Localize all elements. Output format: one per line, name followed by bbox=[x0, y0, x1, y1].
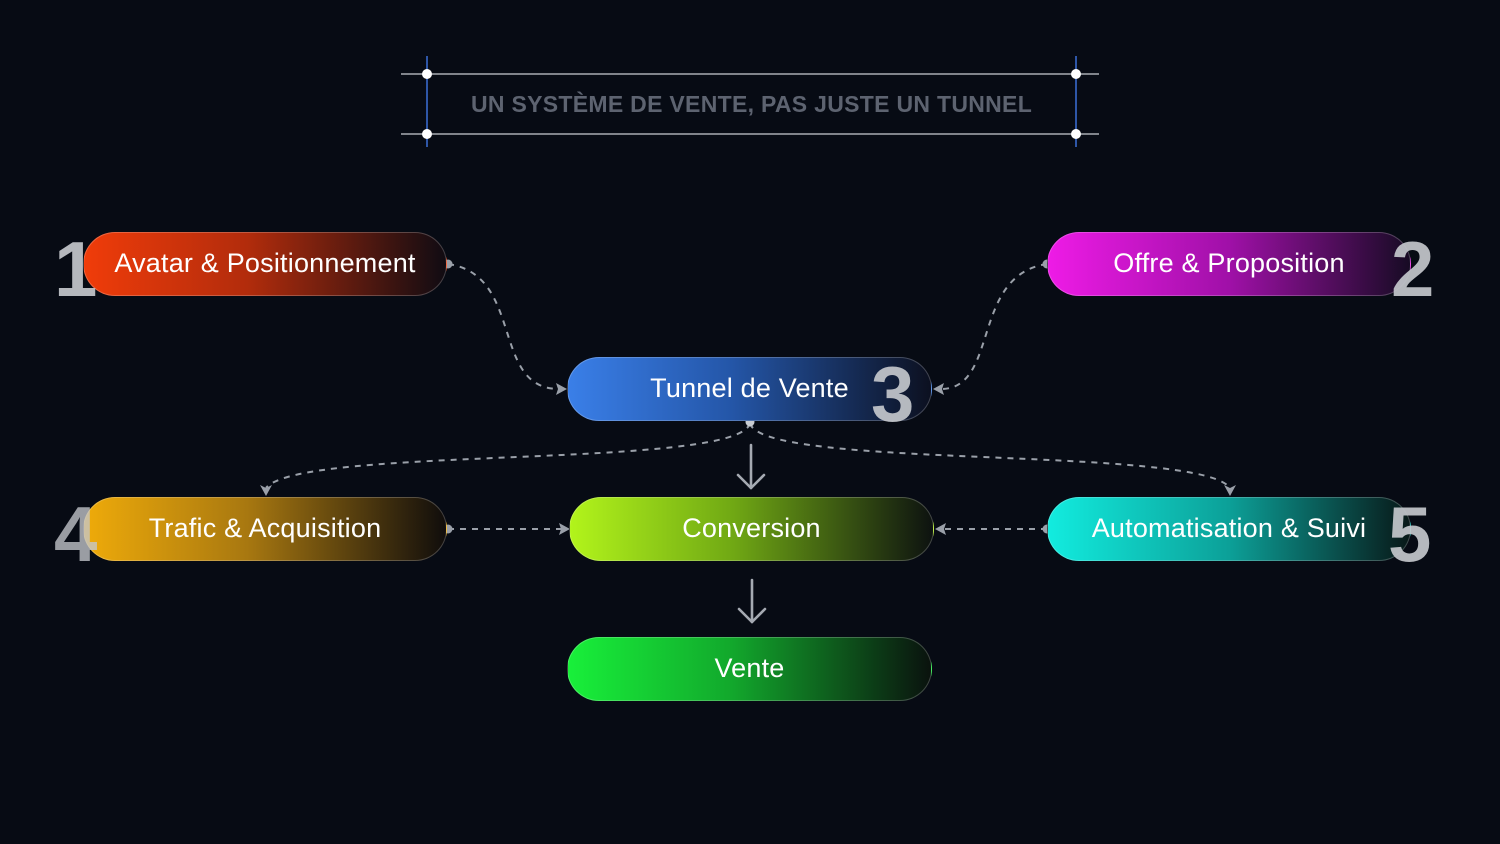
arrow-down-icon bbox=[737, 578, 767, 624]
node-automatisation-suivi: Automatisation & Suivi bbox=[1047, 497, 1411, 561]
arrow-down-icon bbox=[736, 443, 766, 490]
arrowhead-icon bbox=[1224, 485, 1236, 496]
arrowhead-icon bbox=[933, 383, 944, 395]
step-number-1: 1 bbox=[54, 225, 98, 313]
connector-tunnel-trafic bbox=[265, 422, 751, 489]
step-number-4: 4 bbox=[54, 490, 98, 578]
arrowhead-icon bbox=[935, 523, 946, 535]
node-vente: Vente bbox=[567, 637, 932, 701]
node-trafic-acquisition: Trafic & Acquisition bbox=[83, 497, 447, 561]
arrowhead-icon bbox=[556, 383, 567, 395]
step-number-3: 3 bbox=[871, 350, 915, 438]
arrowhead-icon bbox=[260, 485, 272, 496]
step-number-5: 5 bbox=[1388, 490, 1432, 578]
node-avatar-positionnement: Avatar & Positionnement bbox=[83, 232, 447, 296]
arrowhead-icon bbox=[559, 523, 570, 535]
node-conversion: Conversion bbox=[569, 497, 934, 561]
node-offre-proposition: Offre & Proposition bbox=[1047, 232, 1411, 296]
connector-offre-tunnel bbox=[939, 263, 1048, 391]
connector-tunnel-automatisation bbox=[749, 422, 1231, 489]
node-tunnel-de-vente: Tunnel de Vente bbox=[567, 357, 932, 421]
step-number-2: 2 bbox=[1391, 225, 1435, 313]
title-frame bbox=[401, 56, 1099, 147]
diagram-title: UN SYSTÈME DE VENTE, PAS JUSTE UN TUNNEL bbox=[470, 90, 1033, 117]
connector-avatar-tunnel bbox=[447, 263, 561, 391]
